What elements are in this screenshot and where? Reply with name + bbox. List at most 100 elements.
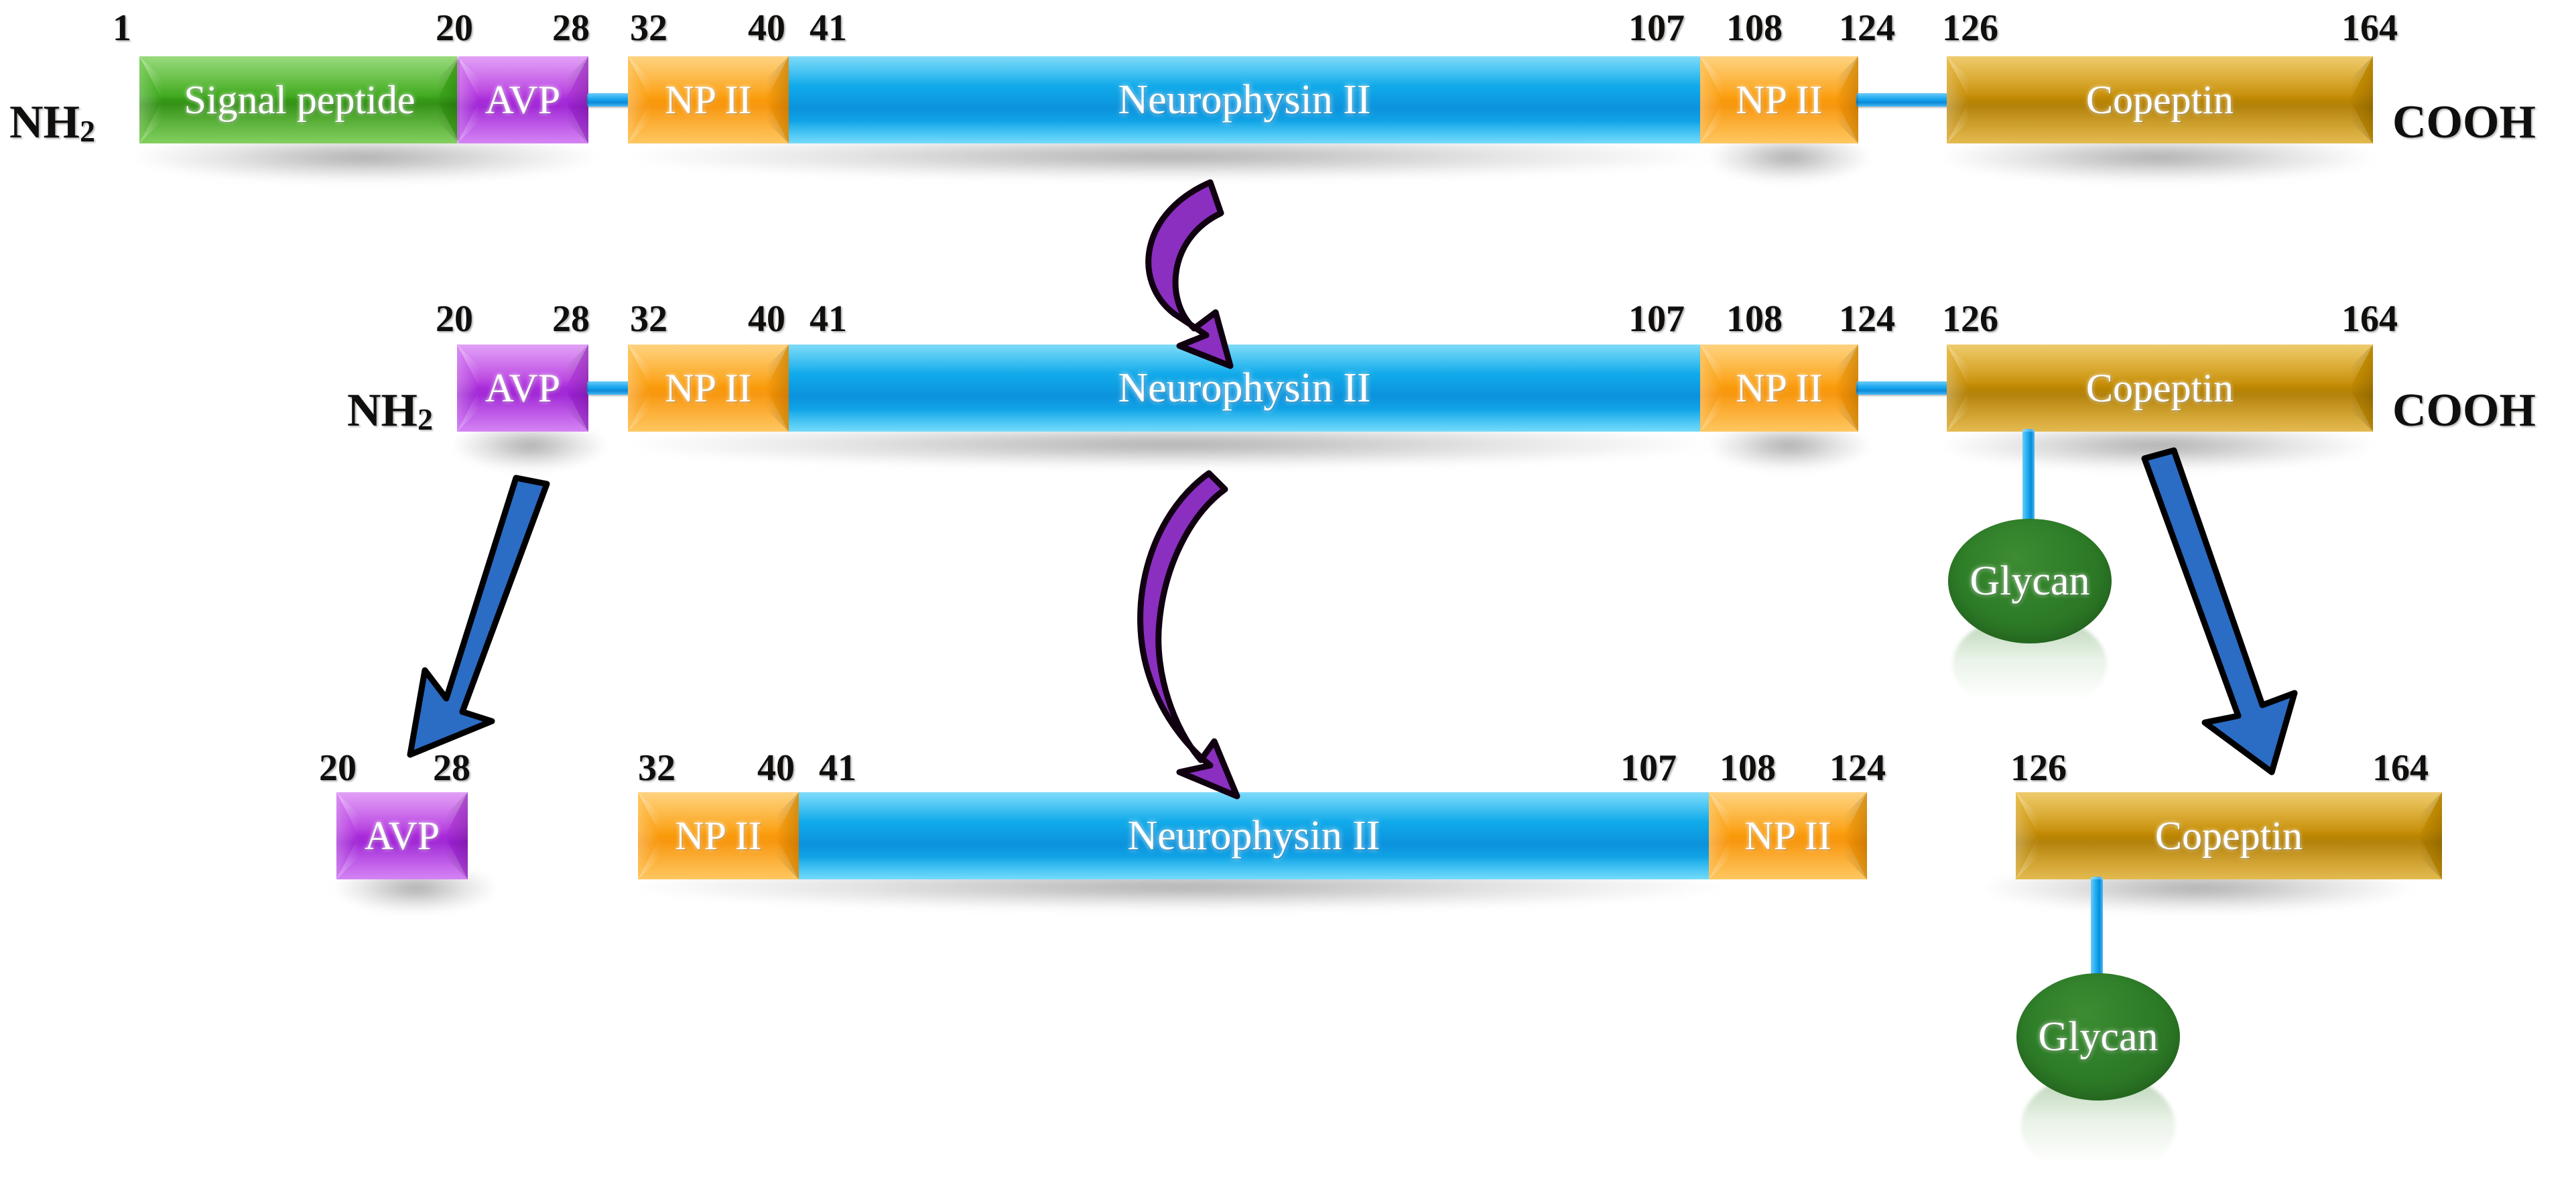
tick-label-126: 126 bbox=[2010, 747, 2067, 789]
segment-label: NP II bbox=[1736, 366, 1823, 410]
glycan-label: Glycan bbox=[1970, 558, 2090, 604]
c-terminus-label-row1: COOH bbox=[2392, 97, 2536, 148]
bevel-shading bbox=[336, 792, 468, 879]
segment-avp-row2[interactable]: AVP bbox=[457, 345, 588, 432]
segment-label: AVP bbox=[364, 814, 440, 858]
peptide-link-row2-a bbox=[587, 381, 633, 395]
tick-label-32: 32 bbox=[630, 298, 667, 340]
curved-arrow-row1-to-row2 bbox=[1145, 179, 1234, 369]
segment-np2-right-row2[interactable]: NP II bbox=[1700, 345, 1858, 432]
tick-label-107: 107 bbox=[1620, 747, 1677, 789]
tick-label-108: 108 bbox=[1726, 298, 1783, 340]
segment-neurophysin-ii-row3[interactable]: Neurophysin II bbox=[799, 792, 1709, 879]
block-shadow bbox=[630, 429, 1709, 468]
segment-np2-left-row3[interactable]: NP II bbox=[638, 792, 799, 879]
bevel-shading bbox=[457, 345, 588, 432]
tick-label-164: 164 bbox=[2341, 298, 2398, 340]
segment-avp-row1[interactable]: AVP bbox=[457, 56, 588, 143]
bevel-shading bbox=[139, 56, 460, 143]
tick-label-108: 108 bbox=[1720, 747, 1776, 789]
segment-copeptin-row1[interactable]: Copeptin bbox=[1947, 56, 2373, 143]
bevel-shading bbox=[638, 792, 799, 879]
tick-label-20: 20 bbox=[436, 7, 473, 49]
peptide-link-row2-b bbox=[1856, 381, 1950, 395]
block-shadow bbox=[1943, 429, 2372, 471]
tick-label-1: 1 bbox=[113, 7, 131, 49]
block-shadow bbox=[453, 429, 607, 471]
bevel-shading bbox=[628, 345, 789, 432]
bevel-shading bbox=[1947, 345, 2373, 432]
tick-label-164: 164 bbox=[2372, 747, 2429, 789]
tick-label-40: 40 bbox=[748, 298, 785, 340]
tick-label-124: 124 bbox=[1829, 747, 1886, 789]
tick-label-40: 40 bbox=[757, 747, 795, 789]
tick-label-126: 126 bbox=[1942, 298, 1998, 340]
segment-np2-right-row1[interactable]: NP II bbox=[1700, 56, 1858, 143]
segment-label: Copeptin bbox=[2086, 78, 2234, 122]
tick-label-28: 28 bbox=[552, 298, 590, 340]
segment-label: NP II bbox=[1736, 78, 1823, 122]
straight-arrow-avp-release[interactable] bbox=[407, 475, 550, 758]
bevel-shading bbox=[1700, 56, 1858, 143]
bevel-shading bbox=[1947, 56, 2373, 143]
glycan-label: Glycan bbox=[2038, 1014, 2159, 1060]
n-terminus-label-row2: NH2 bbox=[347, 385, 433, 436]
tick-label-164: 164 bbox=[2341, 7, 2398, 49]
segment-neurophysin-ii-row2[interactable]: Neurophysin II bbox=[789, 345, 1700, 432]
segment-label: Copeptin bbox=[2155, 814, 2303, 858]
segment-label: NP II bbox=[1744, 814, 1831, 858]
tick-label-124: 124 bbox=[1839, 298, 1895, 340]
segment-avp-row3[interactable]: AVP bbox=[336, 792, 468, 879]
glycan-stalk-row2 bbox=[2022, 429, 2035, 521]
segment-label: Neurophysin II bbox=[1127, 813, 1380, 859]
block-shadow bbox=[1709, 429, 1870, 471]
n-terminus-label-row1: NH2 bbox=[9, 97, 95, 148]
segment-np2-left-row2[interactable]: NP II bbox=[628, 345, 789, 432]
tick-label-20: 20 bbox=[319, 747, 357, 789]
block-shadow bbox=[1943, 141, 2372, 182]
segment-copeptin-row3[interactable]: Copeptin bbox=[2016, 792, 2442, 879]
tick-label-32: 32 bbox=[638, 747, 675, 789]
block-shadow bbox=[630, 141, 1709, 180]
tick-label-108: 108 bbox=[1726, 7, 1783, 49]
tick-label-126: 126 bbox=[1942, 7, 1998, 49]
tick-label-40: 40 bbox=[748, 7, 785, 49]
segment-label: Signal peptide bbox=[184, 78, 415, 122]
segment-label: NP II bbox=[665, 78, 752, 122]
segment-label: AVP bbox=[485, 366, 561, 410]
segment-signal-peptide-row1[interactable]: Signal peptide bbox=[139, 56, 460, 143]
bevel-shading bbox=[1700, 345, 1858, 432]
segment-label: Copeptin bbox=[2086, 366, 2234, 410]
segment-label: NP II bbox=[675, 814, 762, 858]
bevel-shading bbox=[1709, 792, 1867, 879]
c-terminus-label-row2: COOH bbox=[2392, 385, 2536, 436]
block-shadow bbox=[134, 141, 596, 182]
straight-arrow-copeptin-release[interactable] bbox=[2141, 447, 2298, 775]
block-shadow bbox=[1709, 141, 1870, 182]
tick-label-41: 41 bbox=[810, 7, 847, 49]
bevel-shading bbox=[628, 56, 789, 143]
bevel-shading bbox=[457, 56, 588, 143]
segment-copeptin-row2[interactable]: Copeptin bbox=[1947, 345, 2373, 432]
bevel-shading bbox=[2016, 792, 2442, 879]
segment-np2-left-row1[interactable]: NP II bbox=[628, 56, 789, 143]
segment-neurophysin-ii-row1[interactable]: Neurophysin II bbox=[789, 56, 1700, 143]
glycan-node-row2[interactable]: Glycan bbox=[1948, 519, 2112, 643]
tick-label-32: 32 bbox=[630, 7, 667, 49]
peptide-link-row1-a bbox=[587, 93, 633, 107]
glycan-stalk-row3 bbox=[2091, 877, 2103, 976]
curved-arrow-row2-to-row3 bbox=[1137, 470, 1240, 800]
segment-label: NP II bbox=[665, 366, 752, 410]
tick-label-107: 107 bbox=[1628, 7, 1685, 49]
tick-label-28: 28 bbox=[552, 7, 590, 49]
tick-label-41: 41 bbox=[810, 298, 847, 340]
tick-label-28: 28 bbox=[433, 747, 470, 789]
tick-label-124: 124 bbox=[1839, 7, 1895, 49]
segment-np2-right-row3[interactable]: NP II bbox=[1709, 792, 1867, 879]
tick-label-41: 41 bbox=[819, 747, 856, 789]
segment-label: Neurophysin II bbox=[1118, 77, 1371, 123]
segment-label: AVP bbox=[485, 78, 561, 122]
glycan-node-row3[interactable]: Glycan bbox=[2016, 973, 2180, 1101]
tick-label-107: 107 bbox=[1628, 298, 1685, 340]
